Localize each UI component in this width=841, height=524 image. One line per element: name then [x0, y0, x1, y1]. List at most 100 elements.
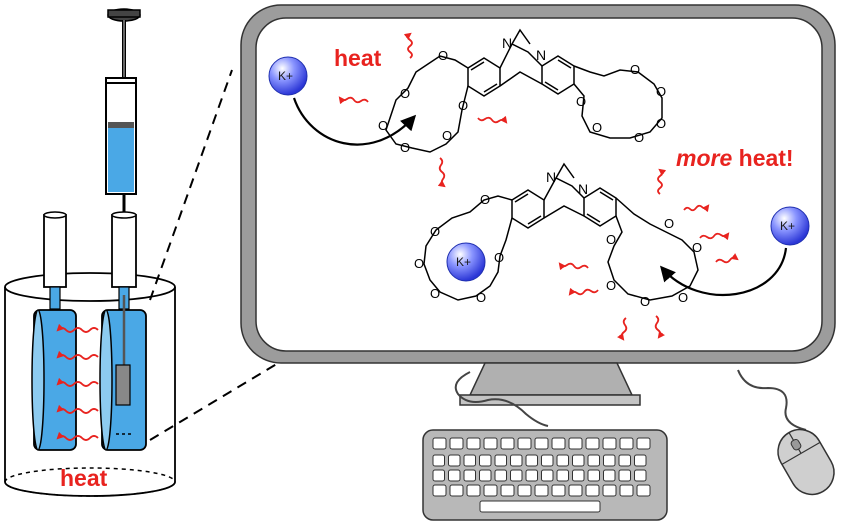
svg-text:O: O: [630, 62, 640, 77]
svg-text:O: O: [576, 94, 586, 109]
keyboard-key: [636, 437, 651, 450]
svg-text:O: O: [480, 192, 490, 207]
svg-text:O: O: [592, 120, 602, 135]
svg-text:O: O: [656, 84, 666, 99]
keyboard-icon: [422, 429, 668, 521]
keyboard-key: [432, 454, 445, 467]
keyboard-key: [448, 469, 461, 482]
keyboard-key: [587, 454, 600, 467]
svg-text:O: O: [438, 48, 448, 63]
keyboard-key: [479, 454, 492, 467]
heat-label-top: heat: [334, 45, 382, 71]
svg-text:O: O: [640, 294, 650, 309]
potassium-ion-icon: K+: [268, 56, 308, 96]
keyboard-key: [587, 469, 600, 482]
keyboard-key: [432, 469, 445, 482]
crown-ether-molecule: [385, 28, 663, 153]
keyboard-key: [463, 454, 476, 467]
keyboard-key: [500, 484, 515, 497]
keyboard-key: [636, 484, 651, 497]
syringe-icon: [105, 77, 137, 215]
keyboard-key: [510, 469, 523, 482]
keyboard-key: [551, 437, 566, 450]
svg-text:O: O: [442, 128, 452, 143]
svg-text:O: O: [430, 286, 440, 301]
keyboard-key: [603, 469, 616, 482]
monitor-icon: [240, 4, 836, 406]
keyboard-key: [603, 454, 616, 467]
svg-text:O: O: [664, 216, 674, 231]
keyboard-key: [466, 484, 481, 497]
keyboard-key: [466, 437, 481, 450]
svg-text:N: N: [536, 47, 546, 63]
keyboard-key: [618, 469, 631, 482]
keyboard-key: [602, 484, 617, 497]
svg-text:O: O: [692, 240, 702, 255]
keyboard-key: [479, 469, 492, 482]
keyboard-key: [510, 454, 523, 467]
keyboard-key: [634, 454, 647, 467]
keyboard-key: [585, 484, 600, 497]
keyboard-key: [602, 437, 617, 450]
svg-text:O: O: [414, 256, 424, 271]
keyboard-key: [556, 469, 569, 482]
keyboard-key: [449, 437, 464, 450]
binding-arrow: [659, 247, 788, 297]
keyboard-key: [517, 484, 532, 497]
more-heat-label: more heat!: [676, 145, 794, 171]
zoom-line: [149, 361, 281, 441]
keyboard-key: [619, 437, 634, 450]
svg-text:O: O: [430, 224, 440, 239]
binding-arrow: [292, 97, 417, 146]
keyboard-key: [556, 454, 569, 467]
svg-text:O: O: [458, 98, 468, 113]
keyboard-key: [618, 454, 631, 467]
keyboard-key: [483, 484, 498, 497]
keyboard-spacebar: [479, 500, 601, 513]
mouse-cable: [737, 369, 807, 431]
oxygen-atoms: O O O O O O O O O O O O N N: [414, 169, 702, 309]
keyboard-key: [500, 437, 515, 450]
svg-text:N: N: [502, 35, 512, 51]
keyboard-key: [517, 437, 532, 450]
keyboard-key: [463, 469, 476, 482]
screen-content: K+ heat O O O O O: [268, 28, 810, 341]
svg-text:O: O: [494, 250, 504, 265]
svg-text:O: O: [678, 290, 688, 305]
keyboard-key: [551, 484, 566, 497]
heat-wave-icon: [56, 323, 99, 441]
mouse-icon: [777, 428, 835, 496]
keyboard-key: [432, 484, 447, 497]
svg-text:N: N: [578, 181, 588, 197]
keyboard-key: [541, 454, 554, 467]
svg-text:K+: K+: [278, 69, 293, 83]
calorimeter: heat: [4, 8, 176, 497]
potassium-ion-icon: K+: [770, 206, 810, 246]
keyboard-key: [483, 437, 498, 450]
svg-text:K+: K+: [456, 255, 471, 269]
keyboard-cable: [454, 371, 549, 427]
keyboard-key: [568, 437, 583, 450]
keyboard-key: [534, 437, 549, 450]
keyboard-key: [432, 437, 447, 450]
keyboard-key: [494, 469, 507, 482]
svg-text:O: O: [606, 232, 616, 247]
keyboard-key: [568, 484, 583, 497]
crown-ether-complex: [423, 162, 699, 301]
calorimeter-cell-icon: [4, 211, 176, 497]
heat-wave-icon: [338, 32, 508, 188]
keyboard-key: [494, 454, 507, 467]
heat-label-cell: heat: [60, 465, 108, 491]
keyboard-key: [449, 484, 464, 497]
keyboard-key: [619, 484, 634, 497]
keyboard-key: [572, 454, 585, 467]
svg-text:O: O: [378, 118, 388, 133]
svg-text:K+: K+: [780, 219, 795, 233]
keyboard-key: [585, 437, 600, 450]
svg-text:N: N: [546, 169, 556, 185]
keyboard-key: [572, 469, 585, 482]
keyboard-key: [634, 469, 647, 482]
svg-text:O: O: [400, 86, 410, 101]
keyboard-key: [534, 484, 549, 497]
